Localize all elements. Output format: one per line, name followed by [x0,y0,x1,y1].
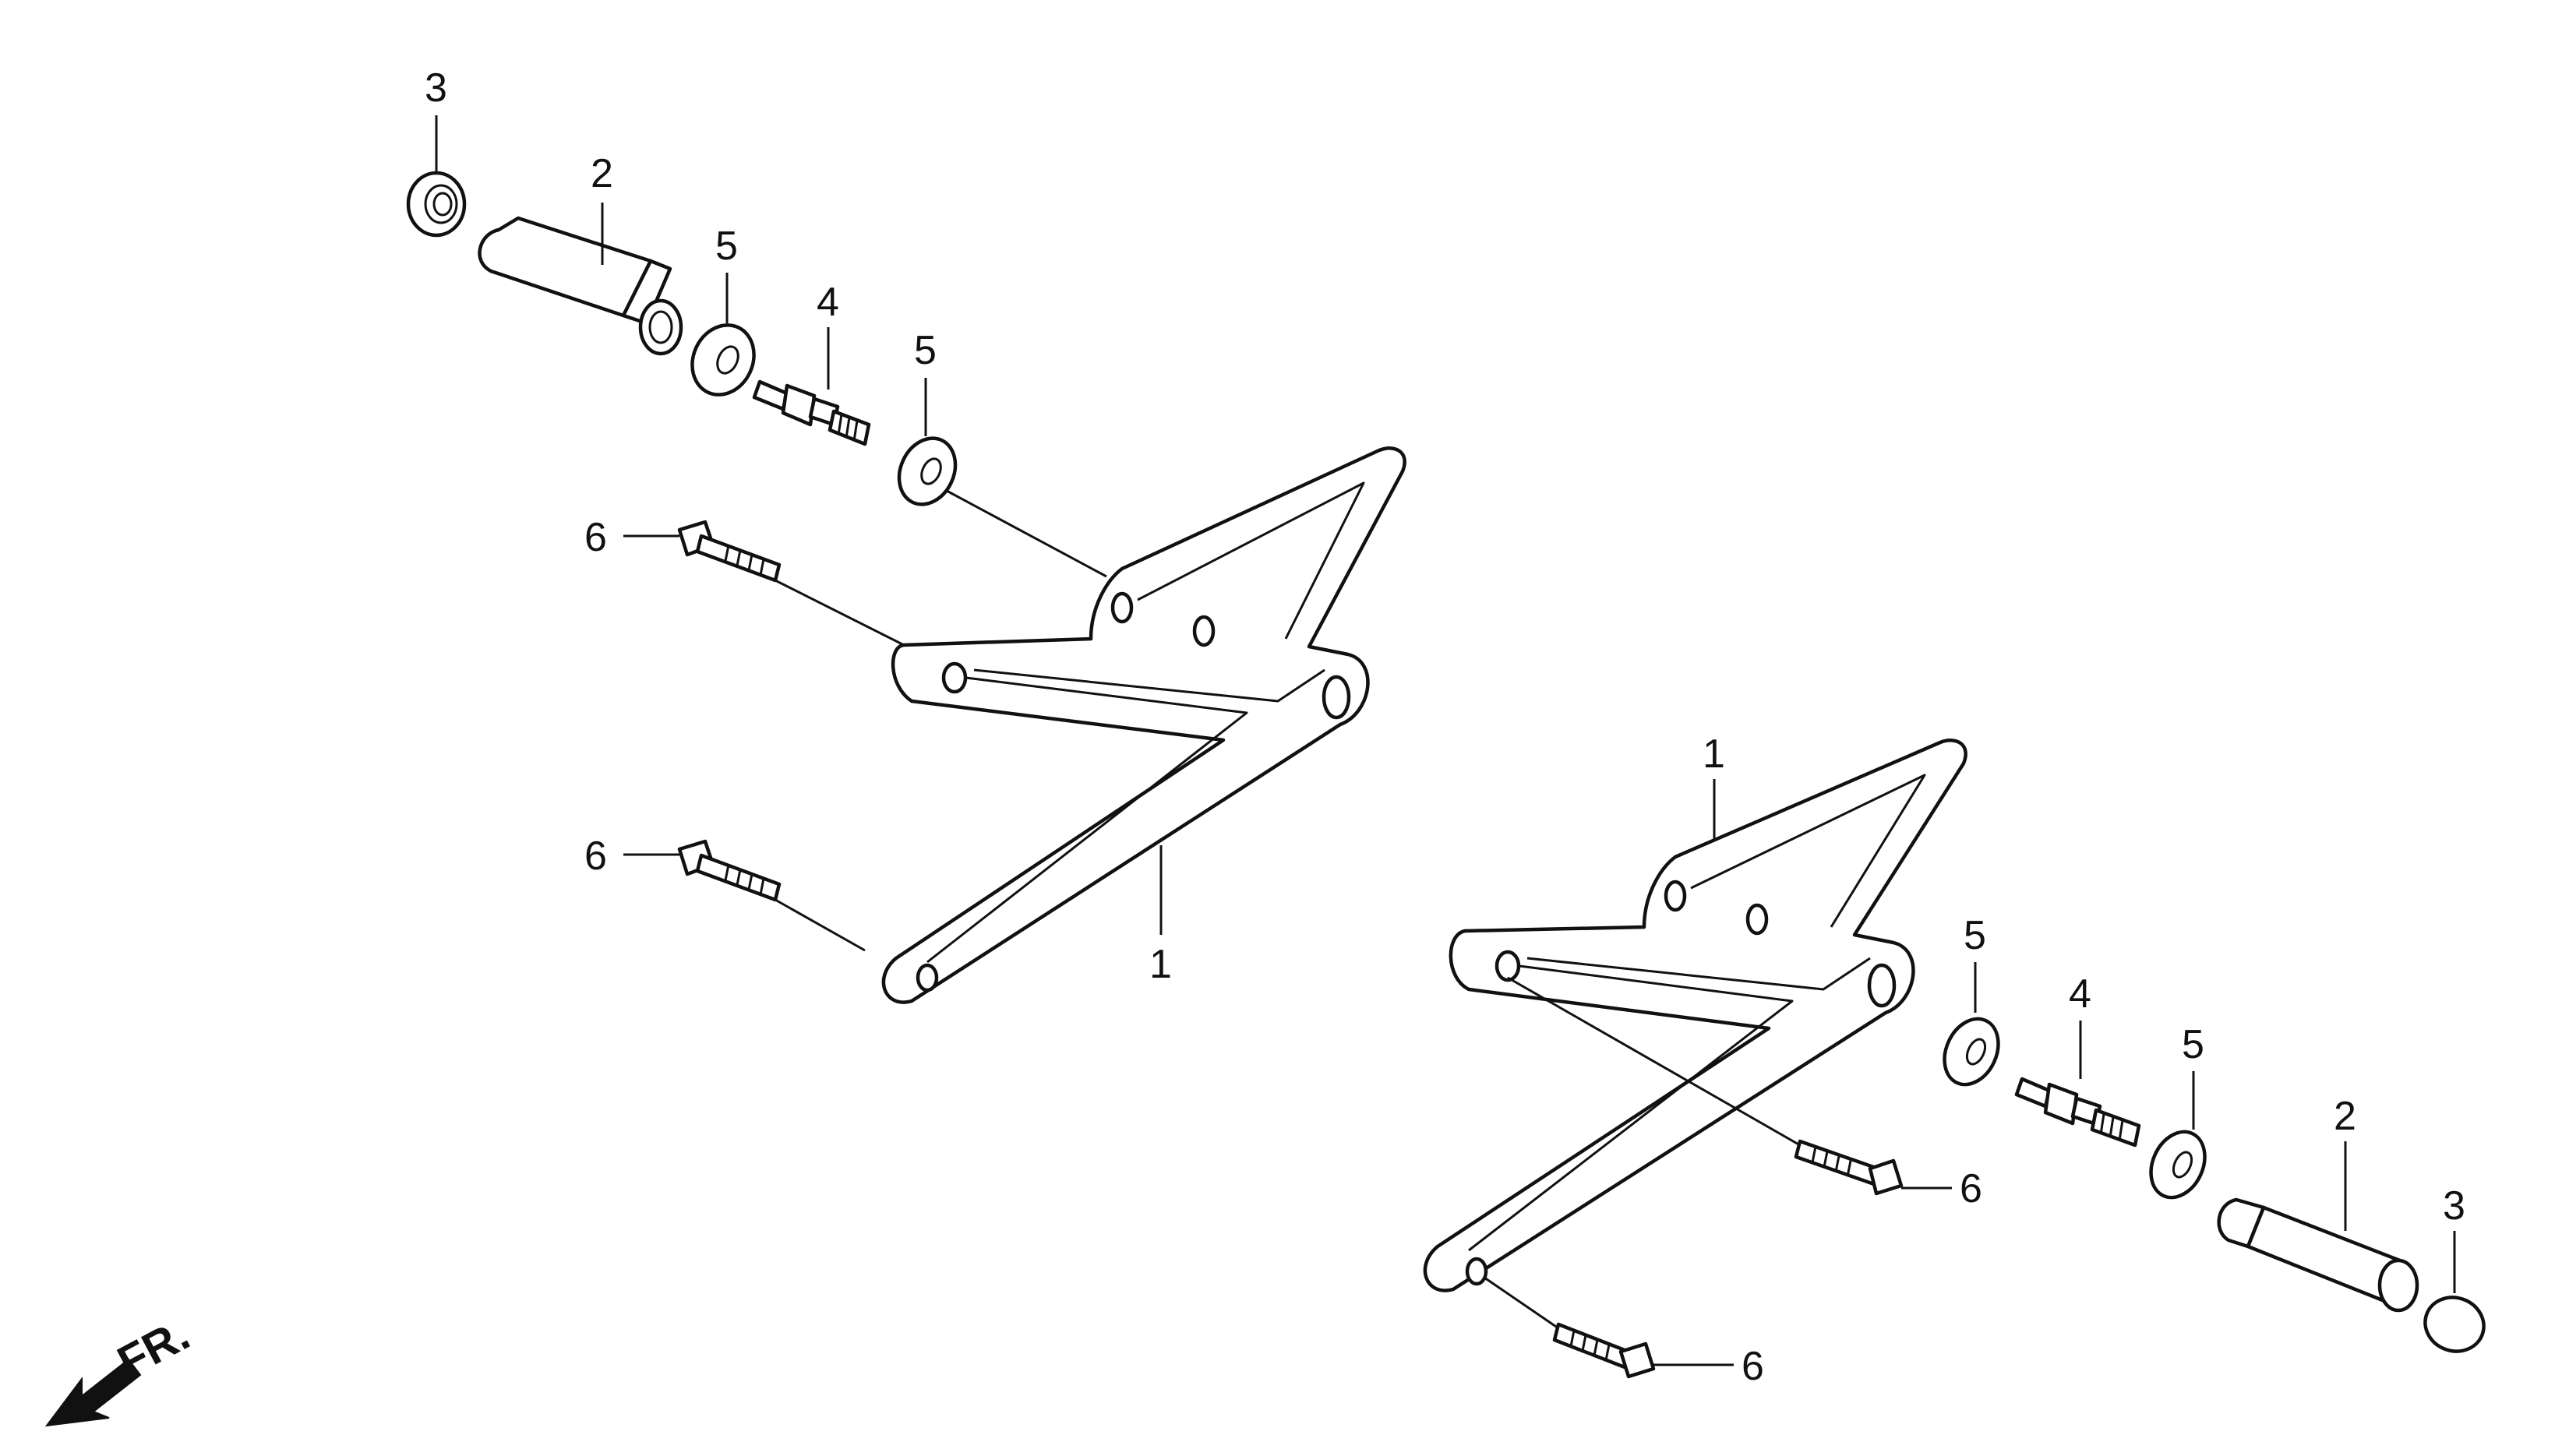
leader-lines-left [435,115,1163,952]
callout-washer-left-b: 5 [914,328,937,373]
callouts-left: 3 2 5 4 5 6 6 1 [425,65,1172,987]
front-arrow-icon [44,1358,142,1427]
callout-bolt-right-upper: 6 [1960,1166,1982,1211]
pivot-pin-left [752,379,871,446]
bracket-left [881,446,1406,1004]
callout-washer-right-b: 5 [2182,1022,2204,1067]
callout-bracket-right: 1 [1703,732,1725,777]
cap-right [2423,1296,2486,1353]
callout-bolt-left-lower: 6 [584,834,607,879]
leader-lines-right [1484,779,2456,1366]
bolt-left-lower [677,839,782,902]
callout-pin-right: 4 [2069,971,2091,1017]
callout-pin-left: 4 [817,280,839,325]
washer-right-b [2149,1130,2207,1200]
callout-washer-left-a: 5 [715,224,738,269]
bracket-right [1423,739,1967,1292]
callout-bolt-right-lower: 6 [1742,1344,1764,1389]
callout-bracket-left: 1 [1149,942,1172,987]
footpeg-right [2217,1197,2419,1313]
pivot-pin-right [2014,1077,2141,1148]
callouts-right: 1 5 4 5 2 3 6 6 [1703,732,2465,1389]
washer-left-b [897,436,958,506]
callout-peg-left: 2 [591,151,613,196]
bolt-left-upper [677,520,782,583]
callout-peg-right: 2 [2334,1094,2356,1139]
front-direction-indicator: FR. [44,1309,198,1427]
bolt-right-upper [1794,1139,1904,1196]
callout-bolt-left-upper: 6 [584,515,607,560]
cap-left [406,171,467,238]
callout-cap-right: 3 [2443,1183,2465,1229]
washer-left-a [690,323,756,397]
callout-washer-right-a: 5 [1964,913,1986,958]
washer-right-a [1943,1017,2000,1087]
callout-cap-left: 3 [425,65,447,111]
bolt-right-lower [1552,1322,1656,1379]
footpeg-left [478,216,683,356]
